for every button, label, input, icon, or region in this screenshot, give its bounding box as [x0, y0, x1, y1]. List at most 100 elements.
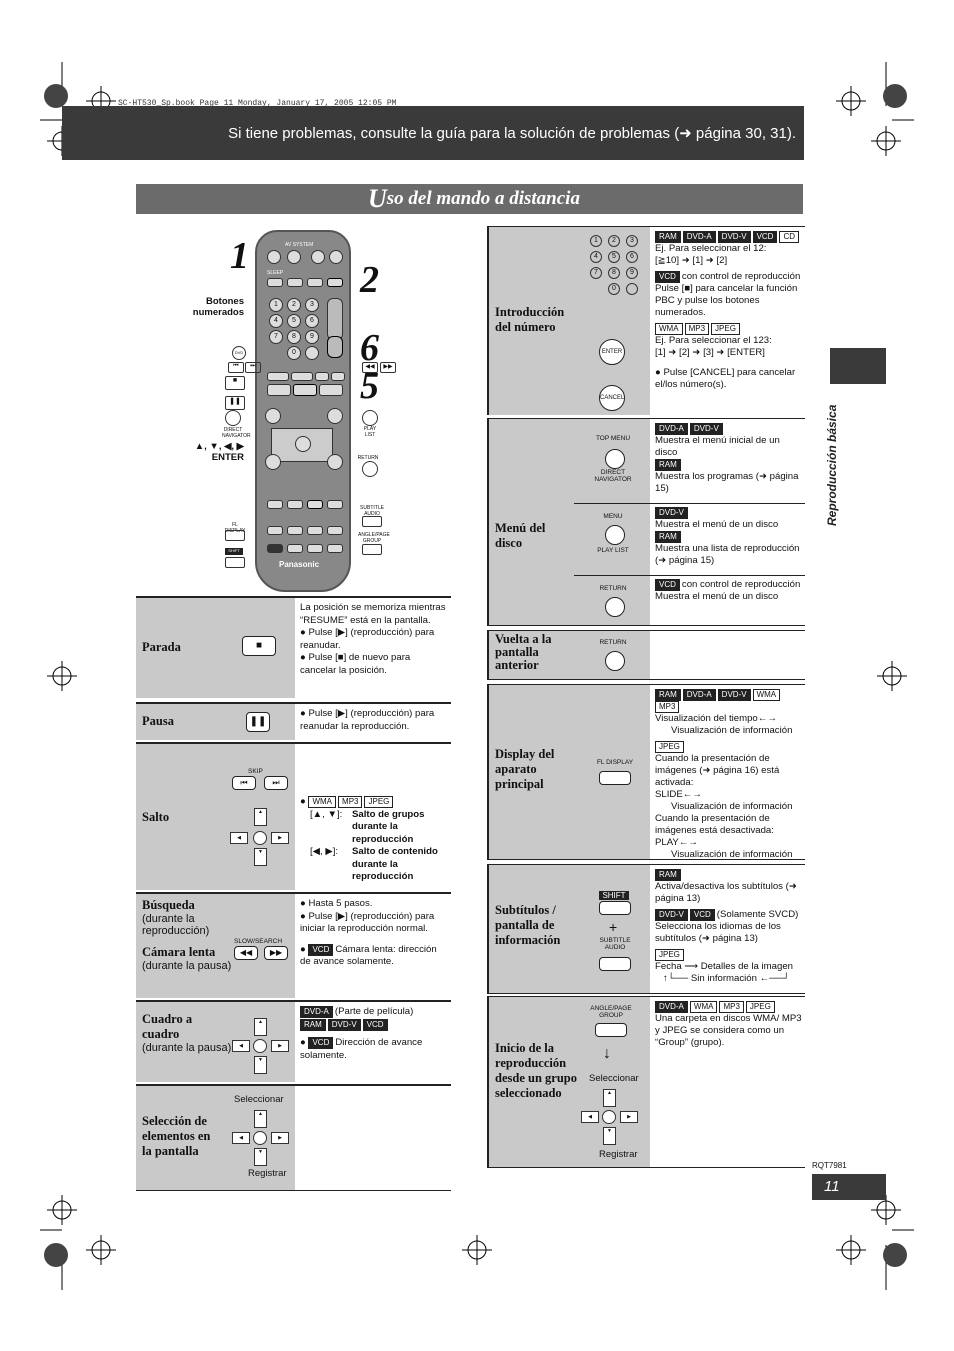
remote-repeat-button[interactable] [307, 526, 323, 535]
remote-tv-video-button[interactable] [287, 278, 303, 287]
tag-mp3: MP3 [338, 796, 363, 808]
grupo-tag-mp3: MP3 [719, 1001, 744, 1013]
remote-pause-button[interactable] [293, 384, 317, 396]
remote-key-7[interactable]: 7 [269, 330, 283, 344]
subtitulos-text-4: ↑└── Sin información ←──┘ [663, 973, 790, 984]
remote-small-button-e[interactable] [307, 544, 323, 553]
remote-subtitle-audio-button[interactable] [307, 500, 323, 509]
fast-forward-icon: ▶▶ [264, 946, 288, 960]
fl-display-button-icon [599, 771, 631, 785]
parada-text-3: ● Pulse [■] de nuevo para cancelar la po… [300, 652, 411, 676]
busqueda-title: Búsqueda [142, 898, 195, 912]
remote-stop-button[interactable] [267, 384, 291, 396]
row-vuelta: Vuelta a la pantalla anterior RETURN [487, 630, 805, 680]
title-initial: U [368, 184, 387, 213]
top-menu-icon [605, 449, 625, 469]
remote-ch-rocker[interactable] [327, 298, 343, 340]
remote-search-back-button[interactable] [315, 372, 329, 381]
display-fl-label: FL DISPLAY [596, 759, 634, 766]
remote-angle-page-button[interactable] [327, 526, 343, 535]
remote-menu-button[interactable] [327, 408, 343, 424]
numero-text-5: Ej. Para seleccionar el 123: [655, 335, 772, 346]
callout-pause-icon: ❚❚ [225, 396, 245, 410]
enter-button-icon: ENTER [599, 339, 625, 365]
remote-key-5[interactable]: 5 [287, 314, 301, 328]
remote-play-button[interactable] [319, 384, 343, 396]
disp-tag-jpeg: JPEG [655, 741, 684, 753]
remote-sleep-button[interactable] [267, 278, 283, 287]
help-banner: Si tiene problemas, consulte la guía par… [62, 106, 804, 160]
stop-icon: ■ [242, 636, 276, 656]
remote-top-menu-button[interactable] [265, 408, 281, 424]
display-text-6: Cuando la presentación de imágenes está … [655, 813, 774, 836]
remote-skip-next-button[interactable] [291, 372, 313, 381]
remote-fl-display-button[interactable] [267, 526, 283, 535]
callout-fl-display-button [225, 530, 245, 541]
callout-fl-display-label: FL DISPLAY [224, 522, 246, 534]
remote-small-button-a[interactable] [267, 500, 283, 509]
remote-key-4[interactable]: 4 [269, 314, 283, 328]
subtitulos-text-2: Selecciona los idiomas de los subtítulos… [655, 921, 781, 944]
remote-small-button-f[interactable] [327, 544, 343, 553]
remote-tv-power-button[interactable] [311, 250, 325, 264]
pad-key-1: 1 [590, 235, 602, 247]
remote-key-8[interactable]: 8 [287, 330, 301, 344]
pad-key-2: 2 [608, 235, 620, 247]
plus-sign: + [609, 919, 618, 935]
display-text-2: Visualización de información [671, 725, 793, 736]
pad-key-10 [626, 283, 638, 295]
display-title: Display del aparato principal [495, 747, 555, 791]
disp-tag-mp3: MP3 [655, 701, 680, 713]
seleccion-left-icon: ◀ [232, 1132, 250, 1144]
numero-title: Introducción del número [495, 305, 565, 334]
remote-key-9[interactable]: 9 [305, 330, 319, 344]
remote-return-button[interactable] [327, 454, 343, 470]
remote-functions-button[interactable] [265, 454, 281, 470]
remote-power-button[interactable] [267, 250, 281, 264]
parada-text-1: La posición se memoriza mientras “RESUME… [300, 602, 446, 626]
remote-brand-logo: Panasonic [279, 560, 320, 569]
menu-title: Menú del disco [495, 521, 546, 550]
remote-key-6[interactable]: 6 [305, 314, 319, 328]
callout-6: 6 [360, 327, 379, 369]
remote-skip-prev-button[interactable] [267, 372, 289, 381]
grupo-register-label: Registrar [599, 1149, 638, 1160]
salto-bullet: ● [300, 796, 306, 807]
remote-small-button-d[interactable] [287, 544, 303, 553]
remote-key-1[interactable]: 1 [269, 298, 283, 312]
remote-av-power-button[interactable] [287, 250, 301, 264]
remote-key-10[interactable] [305, 346, 319, 360]
remote-shift-button[interactable] [267, 544, 283, 553]
remote-key-3[interactable]: 3 [305, 298, 319, 312]
menu-text-4: Muestra una lista de reproducción (➜ pág… [655, 543, 800, 566]
remote-av-system-label: AV SYSTEM [285, 242, 314, 248]
remote-small-button-c[interactable] [327, 500, 343, 509]
num-tag-ram: RAM [655, 231, 681, 243]
menu-tag-dvd-v: DVD-V [689, 423, 723, 435]
row-subtitulos: Subtítulos / pantalla de información SHI… [487, 864, 805, 994]
remote-small-button-b[interactable] [287, 500, 303, 509]
vuelta-return-icon [605, 651, 625, 671]
remote-volume-rocker[interactable] [327, 336, 343, 358]
menu-text-3: Muestra el menú de un disco [655, 519, 779, 530]
remote-dvd-cd-button[interactable] [327, 278, 343, 287]
remote-vcr-power-button[interactable] [329, 250, 343, 264]
tag-ram: RAM [300, 1018, 326, 1031]
remote-key-0[interactable]: 0 [287, 346, 301, 360]
callout-skip-prev-icon: ⏮ [228, 362, 244, 373]
cuadro-title: Cuadro a cuadro [142, 1012, 193, 1041]
cuadro-enter-icon [253, 1039, 267, 1053]
disp-tag-wma: WMA [752, 689, 781, 701]
callout-skip-next-icon: ⏭ [245, 362, 261, 373]
callout-forward-icon: ▶▶ [380, 362, 396, 373]
grupo-left-icon: ◀ [581, 1111, 599, 1123]
remote-tuner-band-button[interactable] [307, 278, 323, 287]
remote-search-fwd-button[interactable] [331, 372, 345, 381]
remote-key-2[interactable]: 2 [287, 298, 301, 312]
remote-enter-button[interactable] [295, 436, 311, 452]
callout-angle-button [362, 544, 382, 555]
tag-vcd: VCD [308, 943, 334, 956]
callout-return-label: RETURN [357, 455, 379, 461]
remote-play-mode-button[interactable] [287, 526, 303, 535]
